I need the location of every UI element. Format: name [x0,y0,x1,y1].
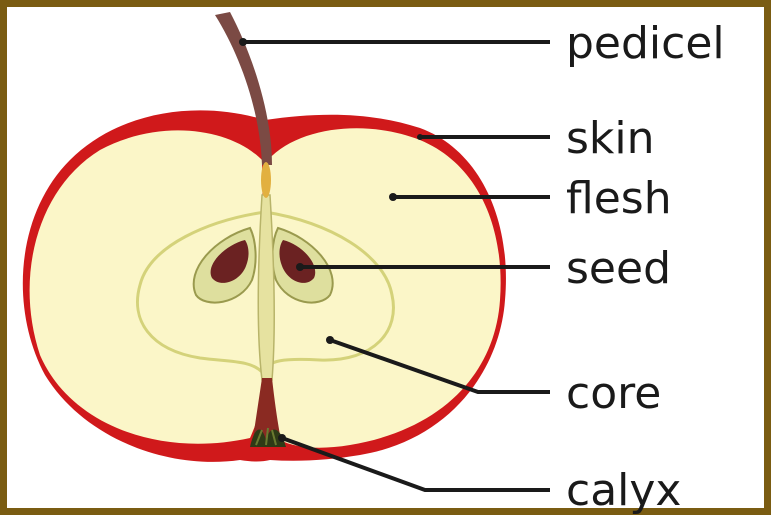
label-core: core [566,368,661,419]
label-seed: seed [566,243,671,294]
label-calyx: calyx [566,465,681,515]
label-skin: skin [566,113,655,164]
label-pedicel: pedicel [566,18,725,69]
apple [23,12,506,462]
label-flesh: flesh [566,173,672,224]
core-column [258,195,274,380]
stem-base [261,162,271,198]
